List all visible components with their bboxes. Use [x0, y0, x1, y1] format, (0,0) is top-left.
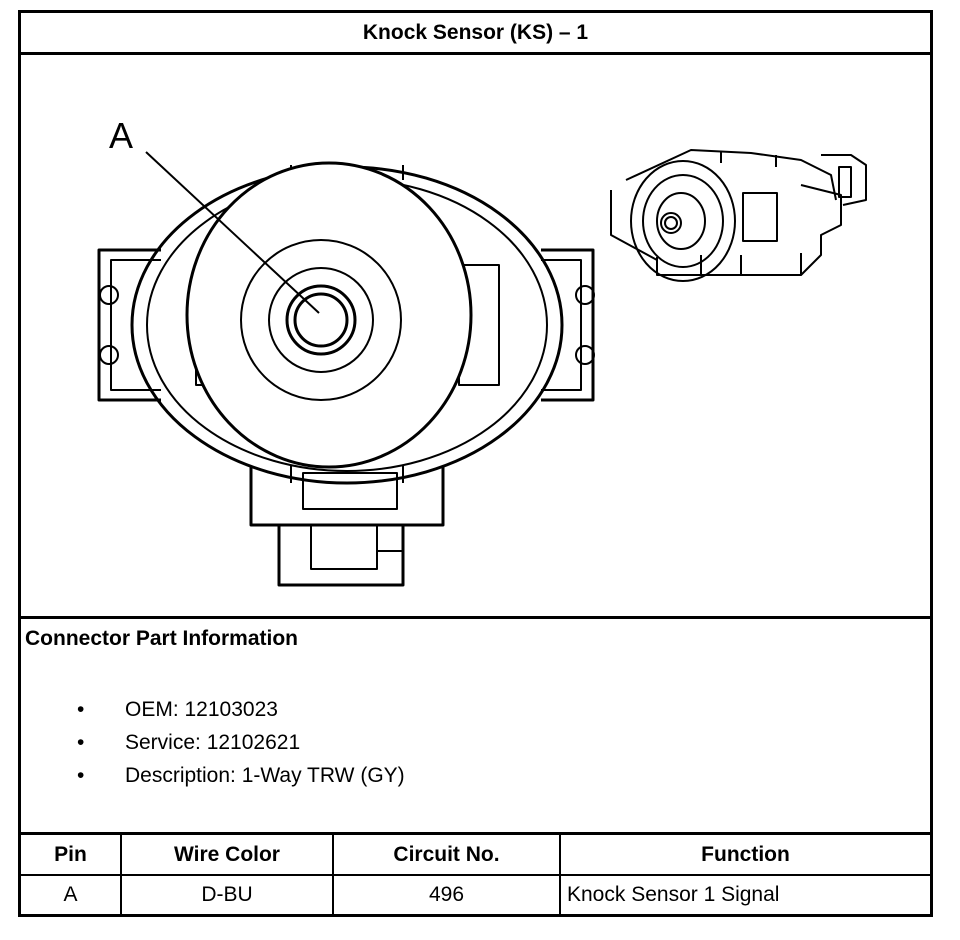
connector-isometric-view: [610, 149, 867, 282]
bullet-icon: •: [77, 698, 85, 721]
connector-description: Description: 1-Way TRW (GY): [125, 764, 405, 787]
column-header-circuit-no: Circuit No.: [332, 835, 561, 876]
info-heading: Connector Part Information: [25, 627, 299, 650]
column-header-wire-color: Wire Color: [120, 835, 334, 876]
cell-wire-color: D-BU: [120, 874, 334, 914]
bullet-icon: •: [77, 764, 85, 787]
left-mounting-tab: [97, 248, 161, 402]
pin-table: Pin Wire Color Circuit No. Function A D-…: [21, 835, 930, 914]
cell-circuit-no: 496: [332, 874, 561, 914]
connector-figure: A: [21, 55, 930, 619]
cell-pin: A: [21, 874, 122, 914]
callout-label-a: A: [109, 115, 134, 156]
callout-leader-line: [145, 151, 320, 314]
column-header-function: Function: [559, 835, 930, 876]
cell-function: Knock Sensor 1 Signal: [559, 874, 930, 914]
table-header-row: Pin Wire Color Circuit No. Function: [21, 835, 930, 876]
list-item: • OEM: 12103023: [21, 693, 405, 726]
bullet-icon: •: [77, 731, 85, 754]
wire-exit: [277, 523, 405, 587]
column-header-pin: Pin: [21, 835, 122, 876]
connector-face-disc: [185, 161, 473, 469]
right-mounting-tab: [541, 248, 595, 402]
table-row: A D-BU 496 Knock Sensor 1 Signal: [21, 874, 930, 914]
oem-part-number: OEM: 12103023: [125, 698, 278, 721]
part-info-list: • OEM: 12103023 • Service: 12102621 • De…: [21, 693, 405, 792]
connector-document: Knock Sensor (KS) – 1: [18, 10, 933, 917]
list-item: • Service: 12102621: [21, 726, 405, 759]
list-item: • Description: 1-Way TRW (GY): [21, 759, 405, 792]
connector-face-drawing: [97, 149, 867, 587]
connector-part-information: Connector Part Information • OEM: 121030…: [21, 619, 930, 835]
terminal-a: [293, 292, 349, 348]
service-part-number: Service: 12102621: [125, 731, 301, 754]
page-title: Knock Sensor (KS) – 1: [21, 13, 930, 55]
